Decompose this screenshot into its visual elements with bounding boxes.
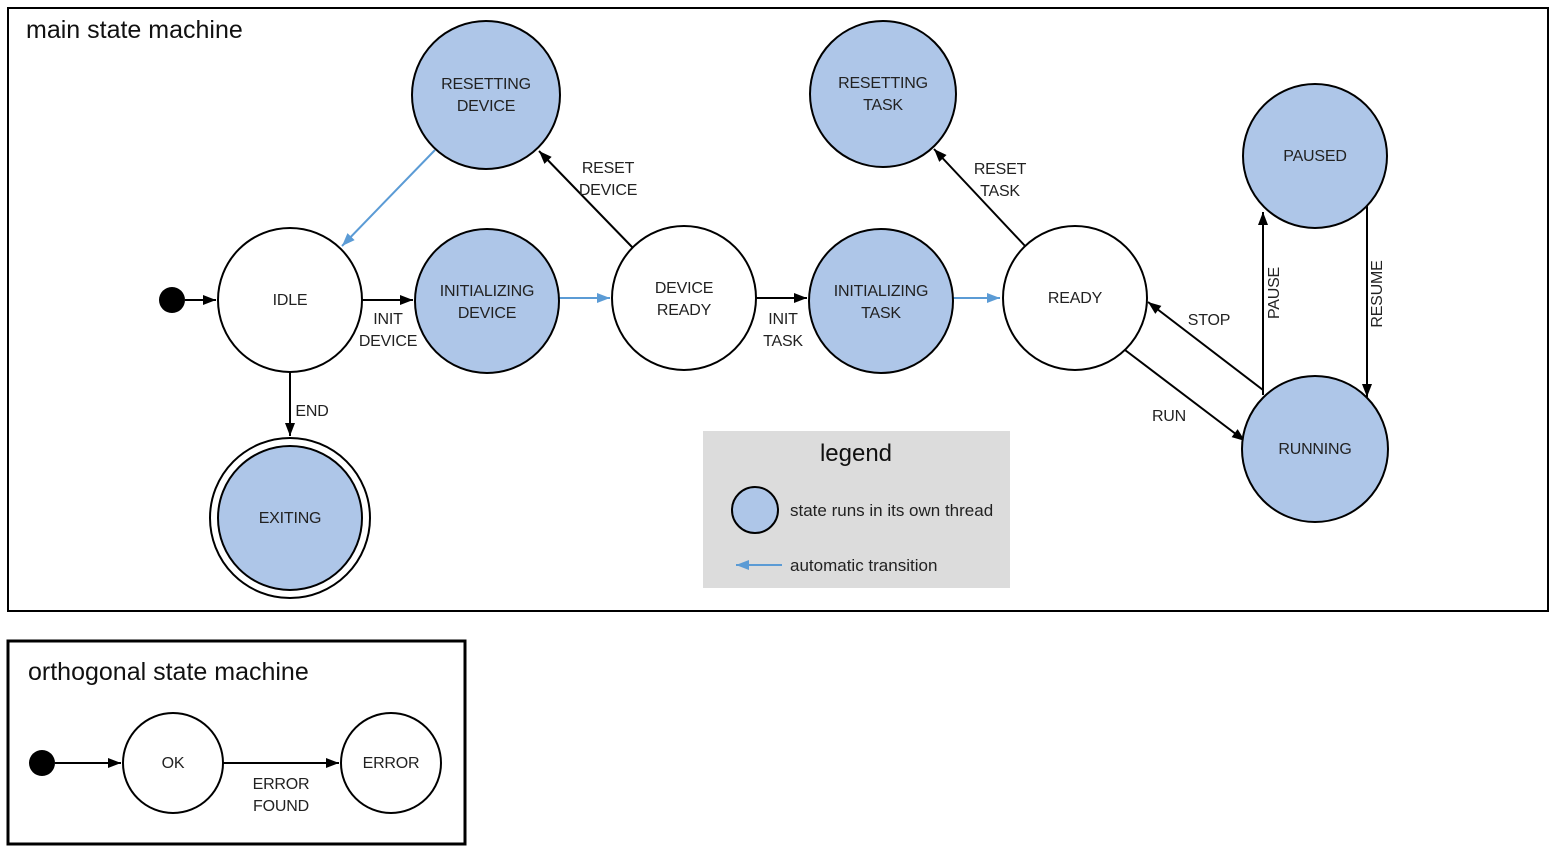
legend-thread-state-icon [731, 486, 779, 534]
state-ok-label: OK [162, 755, 185, 772]
transition-stop [1147, 301, 1264, 391]
transition-label-reset-task: TASK [980, 183, 1020, 200]
transition-label-reset-device: RESET [582, 160, 635, 177]
transition-label-reset-task: RESET [974, 161, 1027, 178]
state-device-ready-label: READY [657, 302, 712, 319]
transition-label-pause: PAUSE [1266, 267, 1283, 319]
transition-label-run: RUN [1152, 408, 1186, 425]
auto-transition-resetdevice-idle [341, 149, 436, 247]
transition-run [1124, 349, 1246, 442]
state-device-ready-label: DEVICE [655, 280, 713, 297]
transition-label-stop: STOP [1188, 312, 1230, 329]
state-error-label: ERROR [363, 755, 420, 772]
transition-label-init-device: INIT [373, 311, 403, 328]
orthogonal-frame [6, 639, 467, 846]
initial-state-dot [159, 287, 185, 313]
orthogonal-initial-state-dot [29, 750, 55, 776]
state-resetting-task-label: TASK [863, 97, 903, 114]
transition-label-init-device: DEVICE [359, 333, 417, 350]
state-initializing-device [414, 228, 560, 374]
state-resetting-device [411, 20, 561, 170]
main-frame [7, 7, 1549, 612]
transition-label-reset-device: DEVICE [579, 182, 637, 199]
transition-label-error-found: ERROR [253, 776, 310, 793]
state-ready-label: READY [1048, 290, 1103, 307]
state-running-label: RUNNING [1278, 441, 1351, 458]
state-initializing-device-label: DEVICE [458, 305, 516, 322]
state-initializing-task [808, 228, 954, 374]
transition-reset-task [933, 148, 1027, 248]
state-exiting [217, 445, 363, 591]
state-idle-label: IDLE [273, 292, 308, 309]
state-ok [122, 712, 224, 814]
legend-title: legend [820, 440, 892, 467]
transition-label-init-task: INIT [768, 311, 798, 328]
state-initializing-device-label: INITIALIZING [440, 283, 535, 300]
orthogonal-frame-title: orthogonal state machine [28, 658, 309, 686]
state-initializing-task-label: TASK [861, 305, 901, 322]
legend-thread-label: state runs in its own thread [790, 501, 993, 520]
state-ready [1002, 225, 1148, 371]
state-resetting-task-label: RESETTING [838, 75, 928, 92]
state-exiting-label: EXITING [259, 510, 322, 527]
state-paused-label: PAUSED [1283, 148, 1346, 165]
transition-label-error-found: FOUND [253, 798, 309, 815]
transition-label-end: END [295, 403, 328, 420]
transition-reset-device [538, 150, 634, 249]
transition-label-resume: RESUME [1369, 260, 1386, 327]
state-running [1241, 375, 1389, 523]
state-resetting-device-label: RESETTING [441, 76, 531, 93]
state-paused [1242, 83, 1388, 229]
legend-auto-label: automatic transition [790, 556, 937, 575]
state-resetting-task [809, 20, 957, 168]
state-error [340, 712, 442, 814]
state-device-ready [611, 225, 757, 371]
state-idle [217, 227, 363, 373]
main-frame-title: main state machine [26, 16, 243, 44]
transition-label-init-task: TASK [763, 333, 803, 350]
state-initializing-task-label: INITIALIZING [834, 283, 929, 300]
state-resetting-device-label: DEVICE [457, 98, 515, 115]
